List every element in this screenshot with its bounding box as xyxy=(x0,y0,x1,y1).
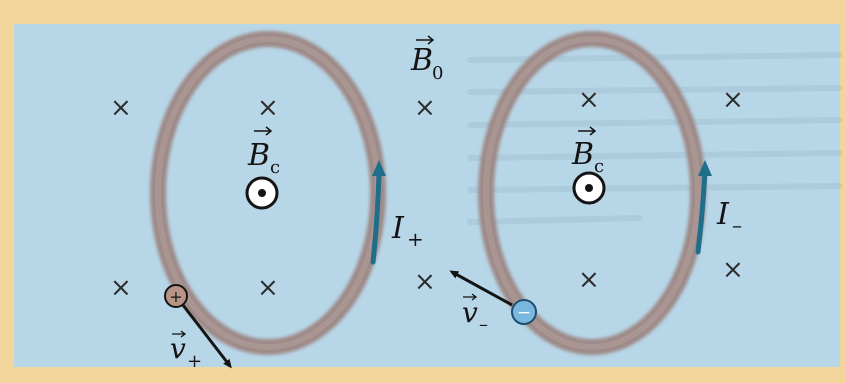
b0-field-label: B 0 xyxy=(410,35,443,84)
right-current-arrowhead xyxy=(698,160,712,176)
svg-text:c: c xyxy=(594,156,604,177)
svg-text:c: c xyxy=(270,157,280,178)
svg-text:B: B xyxy=(571,137,594,172)
svg-text:+: + xyxy=(169,287,182,306)
out-of-page-dot-icon xyxy=(245,176,279,210)
field-cross-marker: × xyxy=(110,273,132,303)
vector-arrow-icon xyxy=(578,126,597,136)
vector-arrow-icon xyxy=(416,35,435,45)
vector-arrow-icon xyxy=(172,330,187,338)
svg-text:I: I xyxy=(716,197,730,232)
negative-velocity-arrow xyxy=(449,270,513,307)
svg-text:v: v xyxy=(462,296,478,329)
field-cross-marker: × xyxy=(257,93,279,123)
field-cross-marker: × xyxy=(414,267,436,297)
svg-text:–: – xyxy=(479,314,488,335)
negative-velocity-label: v – xyxy=(462,293,488,335)
svg-text:B: B xyxy=(410,43,433,78)
vector-arrow-icon xyxy=(254,126,273,136)
field-cross-marker: × xyxy=(578,85,600,115)
field-cross-marker: × xyxy=(578,265,600,295)
field-cross-marker: × xyxy=(722,85,744,115)
field-cross-marker: × xyxy=(257,273,279,303)
left-current-arrow-icon xyxy=(370,169,382,265)
field-cross-marker: × xyxy=(414,93,436,123)
svg-text:–: – xyxy=(732,213,742,237)
svg-text:B: B xyxy=(247,138,270,173)
right-current-arrow-icon xyxy=(695,169,708,255)
svg-text:+: + xyxy=(407,227,424,251)
right-current-loop xyxy=(478,31,706,355)
out-of-page-dot-icon xyxy=(572,171,606,205)
field-cross-marker: × xyxy=(110,93,132,123)
left-current-label: I + xyxy=(391,211,424,251)
svg-text:I: I xyxy=(391,211,405,246)
svg-text:−: − xyxy=(517,303,531,323)
field-cross-marker: × xyxy=(722,255,744,285)
left-bc-label: B c xyxy=(247,126,280,178)
right-current-label: I – xyxy=(716,197,742,237)
positive-charge: + xyxy=(164,284,188,308)
negative-charge: − xyxy=(511,299,537,325)
positive-velocity-arrow xyxy=(174,295,232,369)
left-current-arrowhead xyxy=(372,160,386,176)
svg-text:+: + xyxy=(187,351,202,372)
vector-arrow-icon xyxy=(463,293,478,301)
svg-text:0: 0 xyxy=(432,63,443,84)
right-bc-label: B c xyxy=(571,126,604,177)
svg-text:v: v xyxy=(170,332,186,365)
positive-velocity-label: v + xyxy=(170,330,202,372)
